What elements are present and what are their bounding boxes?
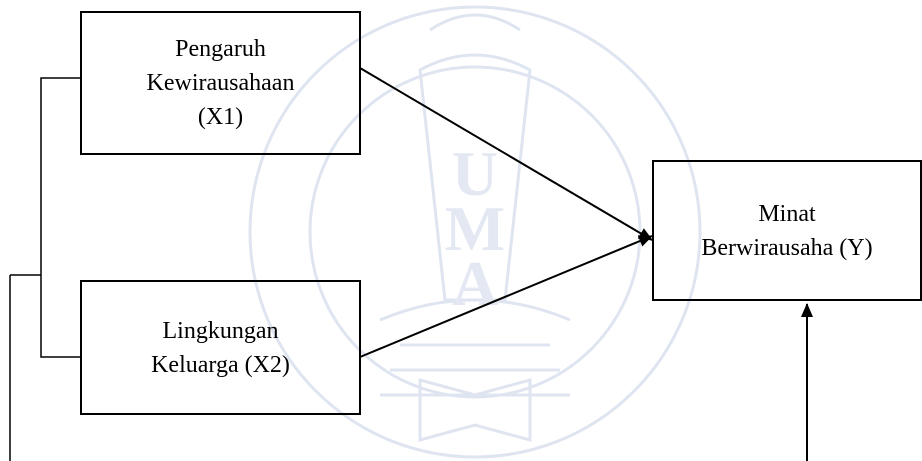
watermark-letters-m: M: [445, 193, 505, 264]
node-y-line-1: Minat: [758, 200, 816, 227]
node-x2-box: Lingkungan Keluarga (X2): [80, 280, 361, 415]
node-x1-line-1: Pengaruh: [175, 36, 266, 62]
arrow-x2-to-y: [359, 235, 653, 358]
node-x1-line-3: (X1): [197, 104, 244, 130]
arrow-x1-to-y: [359, 67, 653, 241]
bracket-x1-x2: [40, 77, 80, 358]
node-x1-label: Pengaruh Kewirausahaan (X1): [147, 32, 295, 134]
node-y-line-2: Berwirausaha (Y): [701, 234, 873, 261]
node-y-box: Minat Berwirausaha (Y): [652, 160, 922, 301]
node-x2-line-1: Lingkungan: [162, 317, 279, 344]
watermark-letters: U: [452, 138, 498, 209]
watermark-letters-a: A: [452, 248, 498, 319]
watermark-seal: [248, 5, 702, 459]
node-x1-box: Pengaruh Kewirausahaan (X1): [80, 11, 361, 155]
node-x2-line-2: Keluarga (X2): [151, 351, 290, 378]
node-x1-line-2: Kewirausahaan: [146, 70, 295, 96]
node-y-label: Minat Berwirausaha (Y): [701, 197, 872, 265]
node-x2-label: Lingkungan Keluarga (X2): [151, 314, 290, 382]
